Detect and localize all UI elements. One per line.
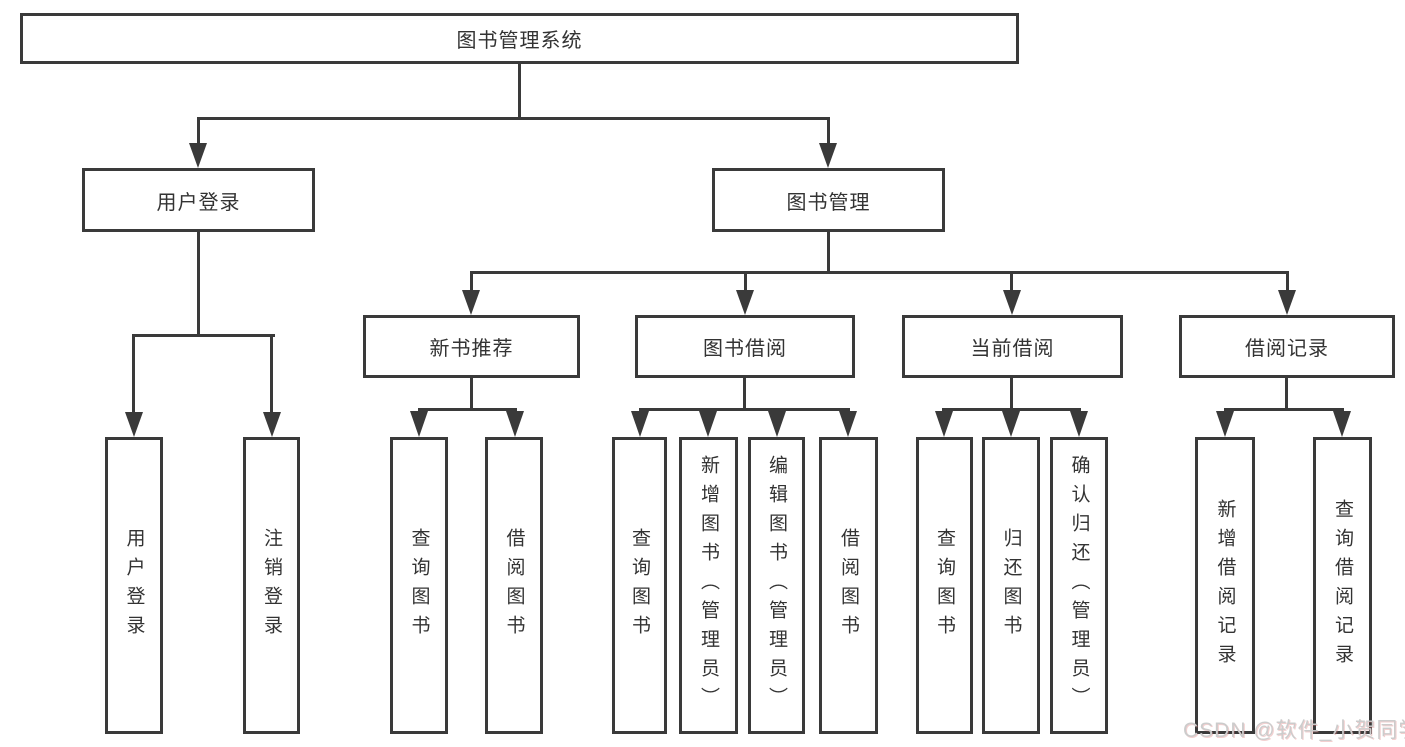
connector-line: [1010, 272, 1013, 292]
arrowhead-icon: [699, 411, 717, 437]
arrowhead-icon: [263, 412, 281, 437]
leaf-newbooks-borrow: 借阅图书: [485, 437, 543, 734]
connector-line: [518, 64, 521, 118]
leaf-current-query: 查询图书: [916, 437, 973, 734]
arrowhead-icon: [1002, 411, 1020, 437]
connector-line: [942, 408, 1081, 411]
node-new-books-label: 新书推荐: [429, 338, 514, 360]
connector-line: [132, 334, 275, 337]
connector-line: [470, 271, 1289, 274]
connector-line: [470, 378, 473, 409]
arrowhead-icon: [631, 411, 649, 437]
leaf-user-logout-label: 注销登录: [261, 527, 282, 644]
node-current-borrow: 当前借阅: [902, 315, 1123, 378]
node-book-borrow-label: 图书借阅: [703, 338, 787, 360]
node-borrow-records: 借阅记录: [1179, 315, 1395, 378]
connector-line: [470, 272, 473, 292]
leaf-current-return: 归还图书: [982, 437, 1040, 734]
leaf-newbooks-query: 查询图书: [390, 437, 448, 734]
arrowhead-icon: [1278, 290, 1296, 315]
connector-line: [197, 118, 200, 144]
leaf-current-confirm-admin-label: 确认归还（管理员）: [1068, 455, 1090, 716]
node-current-borrow-label: 当前借阅: [970, 338, 1055, 360]
arrowhead-icon: [189, 143, 207, 168]
leaf-records-add: 新增借阅记录: [1195, 437, 1255, 734]
node-book-mgmt-label: 图书管理: [786, 191, 871, 214]
node-root: 图书管理系统: [20, 13, 1019, 64]
node-root-label: 图书管理系统: [456, 30, 583, 52]
connector-line: [270, 336, 273, 413]
connector-line: [1224, 408, 1344, 411]
leaf-records-add-label: 新增借阅记录: [1214, 498, 1236, 673]
arrowhead-icon: [1070, 411, 1088, 437]
connector-line: [744, 272, 747, 292]
leaf-newbooks-query-label: 查询图书: [408, 527, 430, 644]
arrowhead-icon: [410, 411, 428, 437]
leaf-borrow-borrow: 借阅图书: [819, 437, 878, 734]
csdn-watermark: CSDN @软件_小贺同学: [1183, 719, 1405, 742]
connector-line: [827, 232, 830, 272]
connector-line: [197, 232, 200, 335]
leaf-user-login: 用户登录: [105, 437, 163, 734]
arrowhead-icon: [506, 411, 524, 437]
arrowhead-icon: [125, 412, 143, 437]
connector-line: [132, 336, 135, 413]
leaf-records-query: 查询借阅记录: [1313, 437, 1372, 734]
arrowhead-icon: [935, 411, 953, 437]
leaf-user-login-label: 用户登录: [123, 527, 145, 644]
node-book-borrow: 图书借阅: [635, 315, 855, 378]
arrowhead-icon: [462, 290, 480, 315]
leaf-borrow-add-admin: 新增图书（管理员）: [679, 437, 738, 734]
node-borrow-records-label: 借阅记录: [1245, 338, 1329, 360]
node-user-login: 用户登录: [82, 168, 315, 232]
leaf-current-query-label: 查询图书: [934, 527, 955, 644]
connector-line: [1285, 378, 1288, 409]
arrowhead-icon: [768, 411, 786, 437]
leaf-newbooks-borrow-label: 借阅图书: [503, 527, 525, 644]
connector-line: [743, 378, 746, 409]
leaf-borrow-query-label: 查询图书: [629, 527, 650, 644]
arrowhead-icon: [839, 411, 857, 437]
connector-line: [418, 408, 517, 411]
arrowhead-icon: [819, 143, 837, 168]
arrowhead-icon: [736, 290, 754, 315]
connector-line: [639, 408, 850, 411]
leaf-records-query-label: 查询借阅记录: [1332, 498, 1353, 673]
connector-line: [197, 117, 830, 120]
node-new-books: 新书推荐: [363, 315, 580, 378]
node-book-mgmt: 图书管理: [712, 168, 945, 232]
connector-line: [1286, 272, 1289, 292]
leaf-borrow-borrow-label: 借阅图书: [838, 527, 859, 644]
node-user-login-label: 用户登录: [156, 191, 241, 214]
connector-line: [1010, 378, 1013, 409]
leaf-current-return-label: 归还图书: [1000, 527, 1022, 644]
connector-line: [827, 118, 830, 144]
leaf-borrow-query: 查询图书: [612, 437, 667, 734]
leaf-user-logout: 注销登录: [243, 437, 300, 734]
leaf-current-confirm-admin: 确认归还（管理员）: [1050, 437, 1108, 734]
arrowhead-icon: [1333, 411, 1351, 437]
leaf-borrow-add-admin-label: 新增图书（管理员）: [698, 455, 719, 716]
leaf-borrow-edit-admin-label: 编辑图书（管理员）: [766, 455, 787, 716]
arrowhead-icon: [1216, 411, 1234, 437]
leaf-borrow-edit-admin: 编辑图书（管理员）: [748, 437, 805, 734]
arrowhead-icon: [1003, 290, 1021, 315]
